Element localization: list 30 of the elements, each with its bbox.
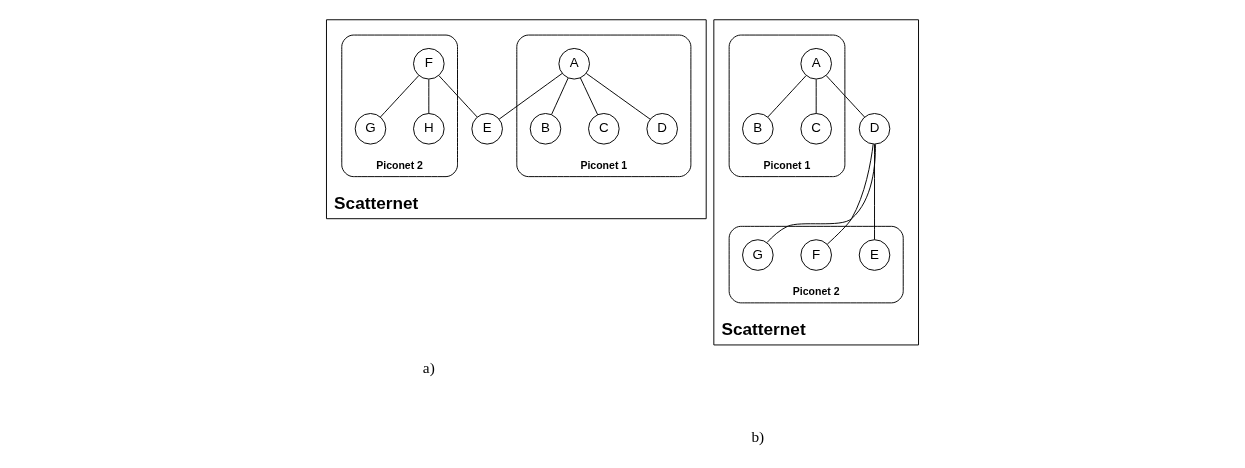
node-circle: E (471, 113, 503, 145)
connector (438, 75, 478, 118)
connector (815, 78, 817, 114)
connector (585, 73, 651, 120)
connector (825, 75, 865, 118)
connector (380, 75, 420, 118)
node-circle: C (800, 113, 832, 145)
node-circle: C (588, 113, 620, 145)
connector (428, 78, 430, 114)
node-circle: G (742, 239, 774, 271)
node-circle: B (742, 113, 774, 145)
label: a) (422, 359, 435, 377)
node-circle: D (858, 113, 891, 145)
node-circle: G (354, 113, 387, 145)
node-circle: F (800, 239, 832, 271)
node-circle: H (413, 113, 445, 145)
connector (874, 143, 875, 241)
node-circle: A (558, 47, 590, 80)
label: b) (751, 428, 765, 446)
connector (551, 77, 569, 115)
node-circle: B (529, 113, 562, 145)
node-circle: E (858, 239, 891, 271)
connector (498, 73, 563, 120)
connector (766, 143, 876, 243)
connector (767, 75, 807, 118)
node-circle: F (413, 47, 445, 80)
connector (579, 77, 599, 116)
node-circle: D (646, 113, 678, 145)
connector (826, 143, 874, 245)
node-circle: A (800, 47, 832, 80)
